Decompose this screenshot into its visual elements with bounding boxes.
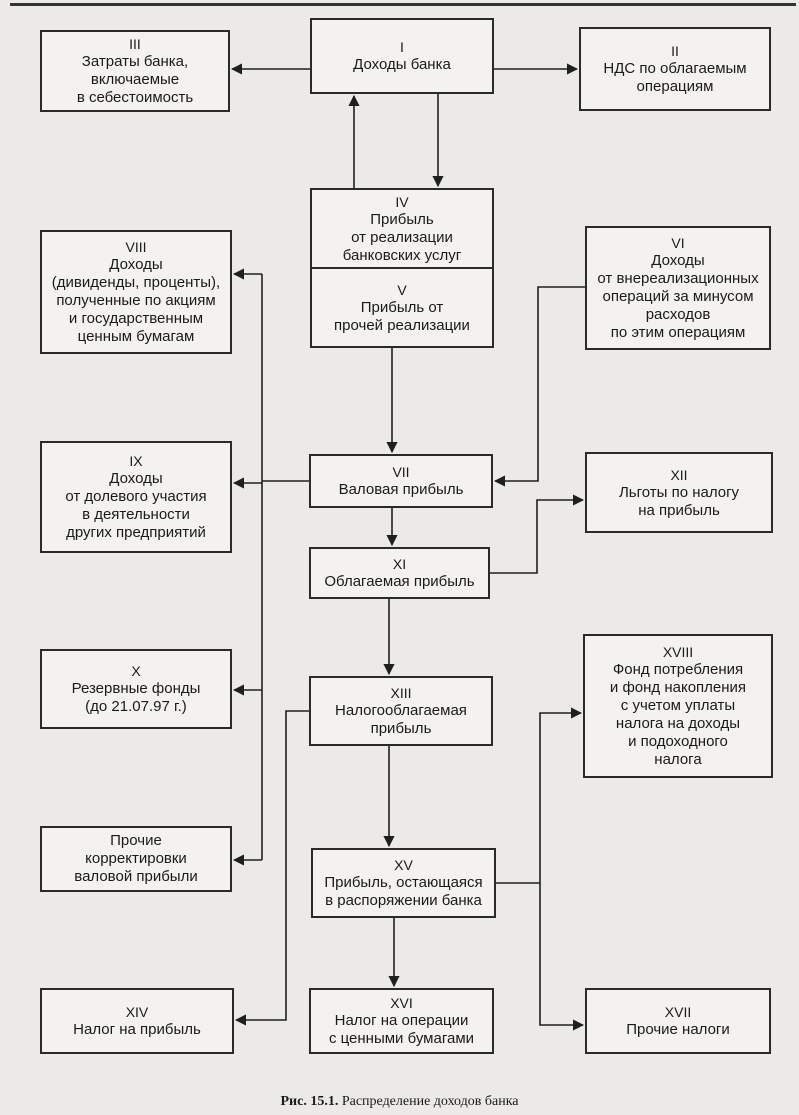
- node-xii-num: XII: [670, 466, 688, 483]
- figure-caption: Рис. 15.1. Распределение доходов банка: [0, 1094, 799, 1110]
- node-xvi-securities-tax: XVI Налог на операции с ценными бумагами: [309, 988, 494, 1054]
- node-ii-num: II: [671, 43, 679, 59]
- node-vii-num: VII: [392, 464, 410, 480]
- node-xvii-other-taxes: XVII Прочие налоги: [585, 988, 771, 1054]
- node-xviii-text: Фонд потребления и фонд накопления с уче…: [609, 661, 747, 768]
- node-vii-text: Валовая прибыль: [338, 481, 464, 498]
- node-xiv-text: Налог на прибыль: [73, 1021, 201, 1038]
- node-xii-tax-benefits: XII Льготы по налогу на прибыль: [585, 452, 773, 533]
- arrow-vi-to-vii: [493, 286, 585, 487]
- node-v-num: V: [397, 281, 407, 298]
- node-xi-taxable-profit: XI Облагаемая прибыль: [309, 547, 490, 599]
- node-iii-costs: III Затраты банка, включаемые в себестои…: [40, 30, 230, 112]
- node-x-text: Резервные фонды (до 21.07.97 г.): [71, 680, 201, 715]
- node-xi-text: Облагаемая прибыль: [324, 573, 475, 590]
- node-xiv-profit-tax: XIV Налог на прибыль: [40, 988, 234, 1054]
- node-x-num: X: [131, 663, 141, 679]
- node-iv: IV Прибыль от реализации банковских услу…: [312, 190, 492, 267]
- node-xi-num: XI: [392, 556, 407, 572]
- node-ix-equity-participation: IX Доходы от долевого участия в деятельн…: [40, 441, 232, 553]
- node-viii-text: Доходы (дивиденды, проценты), полученные…: [51, 256, 221, 345]
- node-ii-vat: II НДС по облагаемым операциям: [579, 27, 771, 111]
- arrow-xi-to-xii: [490, 494, 585, 574]
- node-xviii-num: XVIII: [662, 644, 694, 660]
- node-other-text: Прочие корректировки валовой прибыли: [74, 832, 198, 885]
- node-v: V Прибыль от прочей реализации: [312, 269, 492, 346]
- node-xiv-num: XIV: [125, 1004, 149, 1020]
- node-i-num: I: [400, 39, 404, 55]
- node-ix-text: Доходы от долевого участия в деятельност…: [65, 470, 207, 541]
- node-iv-text: Прибыль от реализации банковских услуг: [342, 210, 462, 264]
- node-xv-retained-profit: XV Прибыль, остающаяся в распоряжении ба…: [311, 848, 496, 918]
- arrow-xiii-to-xiv: [234, 710, 309, 1026]
- node-viii-num: VIII: [125, 239, 147, 255]
- node-x-reserve-funds: X Резервные фонды (до 21.07.97 г.): [40, 649, 232, 729]
- node-ix-num: IX: [129, 453, 143, 469]
- node-xviii-funds: XVIII Фонд потребления и фонд накопления…: [583, 634, 773, 778]
- node-vi-nonoperating: VI Доходы от внереализационных операций …: [585, 226, 771, 350]
- node-xvii-text: Прочие налоги: [626, 1021, 730, 1038]
- arrow-xv-to-xviii: [496, 707, 583, 884]
- node-iii-num: III: [129, 36, 141, 52]
- node-xv-text: Прибыль, остающаяся в распоряжении банка: [324, 874, 483, 909]
- node-iv-v-divider: [312, 267, 492, 269]
- node-xv-num: XV: [394, 857, 413, 873]
- node-xvii-num: XVII: [664, 1004, 692, 1020]
- node-viii-dividends: VIII Доходы (дивиденды, проценты), получ…: [40, 230, 232, 354]
- caption-text: Распределение доходов банка: [341, 1094, 519, 1109]
- top-rule: [10, 3, 796, 6]
- node-vi-num: VI: [671, 235, 685, 251]
- node-xiii-taxable-income: XIII Налогооблагаемая прибыль: [309, 676, 493, 746]
- node-xii-text: Льготы по налогу на прибыль: [618, 483, 740, 519]
- node-vi-text: Доходы от внереализационных операций за …: [597, 252, 759, 341]
- node-iv-v-profit: IV Прибыль от реализации банковских услу…: [310, 188, 494, 348]
- node-i-text: Доходы банка: [353, 56, 451, 73]
- node-ii-text: НДС по облагаемым операциям: [603, 60, 747, 95]
- node-xiii-num: XIII: [390, 685, 412, 701]
- node-xvi-text: Налог на операции с ценными бумагами: [328, 1012, 475, 1047]
- node-iii-text: Затраты банка, включаемые в себестоимост…: [76, 53, 194, 106]
- node-xiii-text: Налогооблагаемая прибыль: [335, 702, 467, 737]
- node-i-income: I Доходы банка: [310, 18, 494, 94]
- node-iv-num: IV: [395, 193, 409, 210]
- node-vii-gross-profit: VII Валовая прибыль: [309, 454, 493, 508]
- caption-label: Рис. 15.1.: [280, 1094, 339, 1109]
- node-xvi-num: XVI: [390, 995, 413, 1011]
- node-v-text: Прибыль от прочей реализации: [334, 298, 470, 334]
- node-other-adjustments: Прочие корректировки валовой прибыли: [40, 826, 232, 892]
- arrow-xv-to-xvii: [539, 883, 585, 1031]
